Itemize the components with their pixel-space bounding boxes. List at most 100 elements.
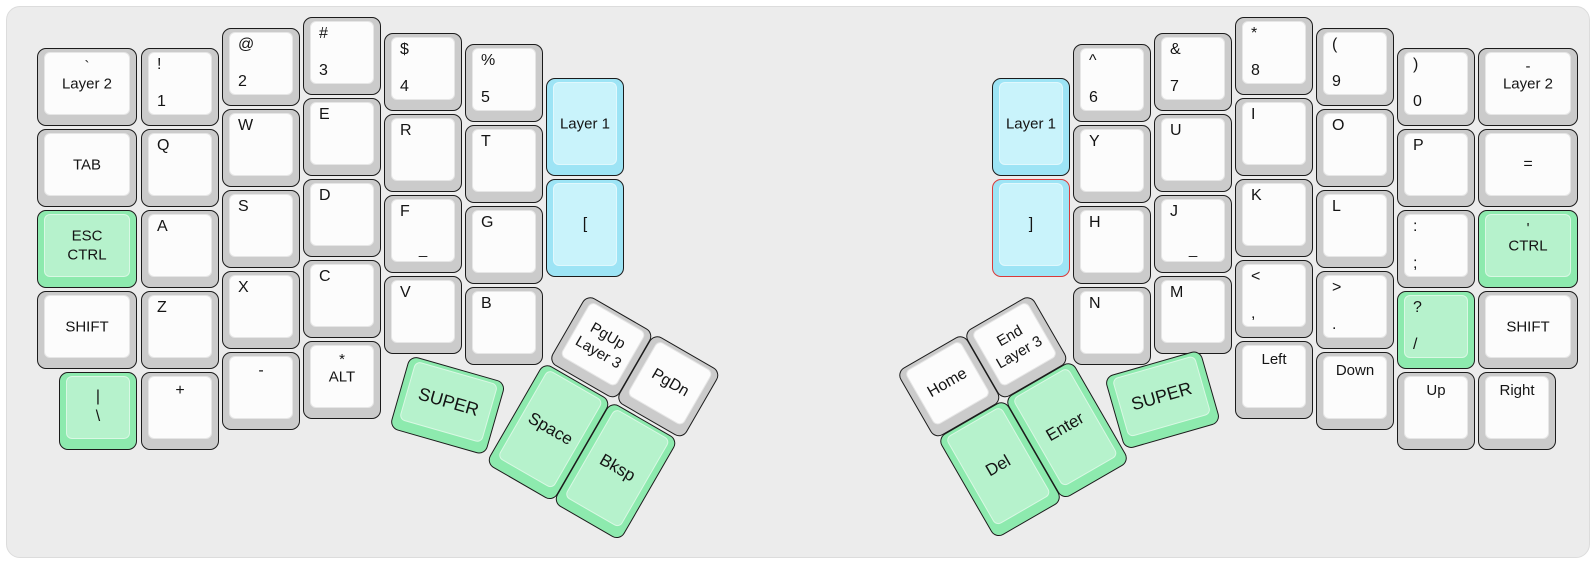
key-legend: K	[1251, 187, 1262, 204]
key-o[interactable]: O	[1316, 109, 1394, 187]
key-legend: 9	[1332, 73, 1341, 90]
key-e[interactable]: E	[303, 98, 381, 176]
key-legend: Layer 1	[559, 114, 611, 132]
key-legend: J	[1170, 203, 1178, 220]
keycap-top: (9	[1323, 32, 1387, 95]
key-j[interactable]: J_	[1154, 195, 1232, 273]
key-legend: Down	[1335, 362, 1375, 379]
key-i[interactable]: I	[1235, 98, 1313, 176]
key-asterisk-8[interactable]: *8	[1235, 17, 1313, 95]
key-shift-left[interactable]: SHIFT	[37, 291, 137, 369]
key-v[interactable]: V	[384, 276, 462, 354]
key-legend: ^	[1089, 52, 1097, 69]
key-w[interactable]: W	[222, 109, 300, 187]
keycap-top: W	[229, 113, 293, 176]
key-dollar-4[interactable]: $4	[384, 33, 462, 111]
key-quote-ctrl[interactable]: 'CTRL	[1478, 210, 1578, 288]
key-q[interactable]: Q	[141, 129, 219, 207]
key-hash-3[interactable]: #3	[303, 17, 381, 95]
key-plus[interactable]: +	[141, 372, 219, 450]
key-f[interactable]: F_	[384, 195, 462, 273]
key-legend: 3	[319, 62, 328, 79]
key-esc-ctrl[interactable]: ESC CTRL	[37, 210, 137, 288]
key-percent-5[interactable]: %5	[465, 44, 543, 122]
key-l[interactable]: L	[1316, 190, 1394, 268]
key-x[interactable]: X	[222, 271, 300, 349]
key-u[interactable]: U	[1154, 114, 1232, 192]
key-legend: H	[1089, 214, 1101, 231]
key-n[interactable]: N	[1073, 287, 1151, 365]
key-colon-semicolon[interactable]: :;	[1397, 210, 1475, 288]
key-p[interactable]: P	[1397, 129, 1475, 207]
key-layer1-left[interactable]: Layer 1	[546, 78, 624, 176]
key-minus[interactable]: -	[222, 352, 300, 430]
key-paren-9[interactable]: (9	[1316, 28, 1394, 106]
key-c[interactable]: C	[303, 260, 381, 338]
keycap-top: 'CTRL	[1485, 214, 1571, 277]
key-legend: 4	[400, 78, 409, 95]
key-a[interactable]: A	[141, 210, 219, 288]
key-at-2[interactable]: @2	[222, 28, 300, 106]
key-b[interactable]: B	[465, 287, 543, 365]
key-s[interactable]: S	[222, 190, 300, 268]
key-legend: ,	[1251, 305, 1256, 322]
keycap-top: C	[310, 264, 374, 327]
key-legend: :	[1413, 218, 1418, 235]
key-t[interactable]: T	[465, 125, 543, 203]
key-question-slash[interactable]: ?/	[1397, 291, 1475, 369]
key-z[interactable]: Z	[141, 291, 219, 369]
key-legend: Up	[1426, 382, 1446, 399]
key-legend: | \	[95, 387, 101, 426]
keycap-top: @2	[229, 32, 293, 95]
keycap-top: J_	[1161, 199, 1225, 262]
keycap-top: D	[310, 183, 374, 246]
key-legend: SHIFT	[1506, 317, 1550, 335]
key-equals[interactable]: =	[1478, 129, 1578, 207]
keycap-top: :;	[1404, 214, 1468, 277]
key-right-bracket[interactable]: ]	[992, 179, 1070, 277]
keycap-top: R	[391, 118, 455, 181]
keycap-top: &7	[1161, 37, 1225, 100]
key-legend: 5	[481, 89, 490, 106]
key-d[interactable]: D	[303, 179, 381, 257]
key-g[interactable]: G	[465, 206, 543, 284]
keycap-top: H	[1080, 210, 1144, 273]
key-minus-layer2[interactable]: -Layer 2	[1478, 48, 1578, 126]
key-layer1-right[interactable]: Layer 1	[992, 78, 1070, 176]
key-tab[interactable]: TAB	[37, 129, 137, 207]
key-y[interactable]: Y	[1073, 125, 1151, 203]
key-super-left[interactable]: SUPER	[389, 355, 507, 456]
key-legend: W	[238, 117, 254, 134]
keycap-top: ESC CTRL	[44, 214, 130, 277]
key-right-arrow[interactable]: Right	[1478, 372, 1556, 450]
key-shift-right[interactable]: SHIFT	[1478, 291, 1578, 369]
key-legend: I	[1251, 106, 1256, 123]
key-pipe-backslash[interactable]: | \	[59, 372, 137, 450]
key-down-arrow[interactable]: Down	[1316, 352, 1394, 430]
key-left-bracket[interactable]: [	[546, 179, 624, 277]
keycap-top: Left	[1242, 345, 1306, 408]
key-r[interactable]: R	[384, 114, 462, 192]
key-caret-6[interactable]: ^6	[1073, 44, 1151, 122]
key-gt-period[interactable]: >.	[1316, 271, 1394, 349]
key-k[interactable]: K	[1235, 179, 1313, 257]
key-amp-7[interactable]: &7	[1154, 33, 1232, 111]
key-legend: 0	[1413, 93, 1422, 110]
key-legend: -	[258, 362, 264, 379]
key-lt-comma[interactable]: <,	[1235, 260, 1313, 338]
key-exclam-1[interactable]: !1	[141, 48, 219, 126]
key-grave-layer2[interactable]: `Layer 2	[37, 48, 137, 126]
key-h[interactable]: H	[1073, 206, 1151, 284]
key-left-arrow[interactable]: Left	[1235, 341, 1313, 419]
key-paren-0[interactable]: )0	[1397, 48, 1475, 126]
key-up-arrow[interactable]: Up	[1397, 372, 1475, 450]
keycap-top: U	[1161, 118, 1225, 181]
key-legend: >	[1332, 279, 1342, 296]
key-legend: Y	[1089, 133, 1100, 150]
keycap-top: B	[472, 291, 536, 354]
key-legend: +	[175, 382, 185, 399]
key-asterisk-alt[interactable]: *ALT	[303, 341, 381, 419]
keycap-top: TAB	[44, 133, 130, 196]
key-m[interactable]: M	[1154, 276, 1232, 354]
